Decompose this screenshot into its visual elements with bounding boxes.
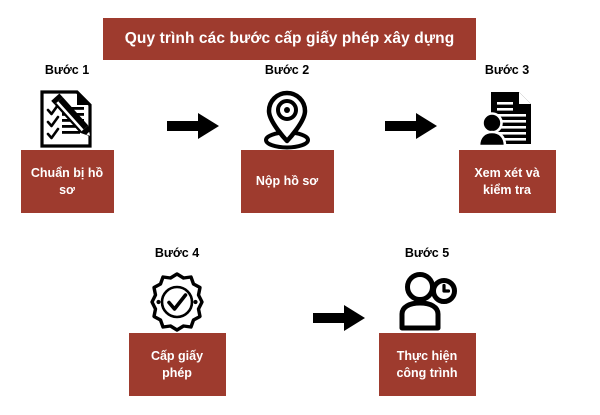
page-title: Quy trình các bước cấp giấy phép xây dựn…: [124, 30, 455, 48]
step-5-box: Thực hiện công trình: [378, 333, 476, 396]
step-3-box: Xem xét và kiểm tra: [458, 150, 556, 213]
step-2: Bước 2 Nộp hồ sơ: [212, 64, 362, 213]
step-4-box: Cấp giấy phép: [128, 333, 226, 396]
step-1-box-text: Chuẩn bị hồ sơ: [30, 165, 104, 197]
checklist-document-pencil-icon: [0, 88, 142, 150]
step-1: Bước 1: [0, 64, 142, 213]
document-review-person-icon: [432, 88, 582, 150]
step-3-box-text: Xem xét và kiểm tra: [474, 165, 540, 197]
certificate-seal-check-icon: [102, 271, 252, 333]
diagram-title-banner: Quy trình các bước cấp giấy phép xây dựn…: [103, 18, 476, 60]
location-pin-icon: [212, 88, 362, 150]
step-1-box: Chuẩn bị hồ sơ: [20, 150, 114, 213]
step-3-label: Bước 3: [484, 63, 530, 77]
step-1-label: Bước 1: [44, 63, 90, 77]
step-2-box-text: Nộp hồ sơ: [255, 174, 319, 189]
step-5: Bước 5 Thực hiện công trình: [352, 247, 502, 396]
step-5-label: Bước 5: [404, 246, 450, 260]
step-3: Bước 3 Xem xét và kiểm tra: [432, 64, 582, 213]
step-4-box-text: Cấp giấy phép: [150, 348, 204, 380]
step-4: Bước 4 Cấp giấy phép: [102, 247, 252, 396]
step-5-box-text: Thực hiện công trình: [396, 348, 458, 380]
step-2-box: Nộp hồ sơ: [240, 150, 334, 213]
person-clock-icon: [352, 271, 502, 333]
step-2-label: Bước 2: [264, 63, 310, 77]
arrow-step2-to-step3: [383, 111, 439, 141]
arrow-step1-to-step2: [165, 111, 221, 141]
arrow-step4-to-step5: [311, 303, 367, 333]
step-4-label: Bước 4: [154, 246, 200, 260]
